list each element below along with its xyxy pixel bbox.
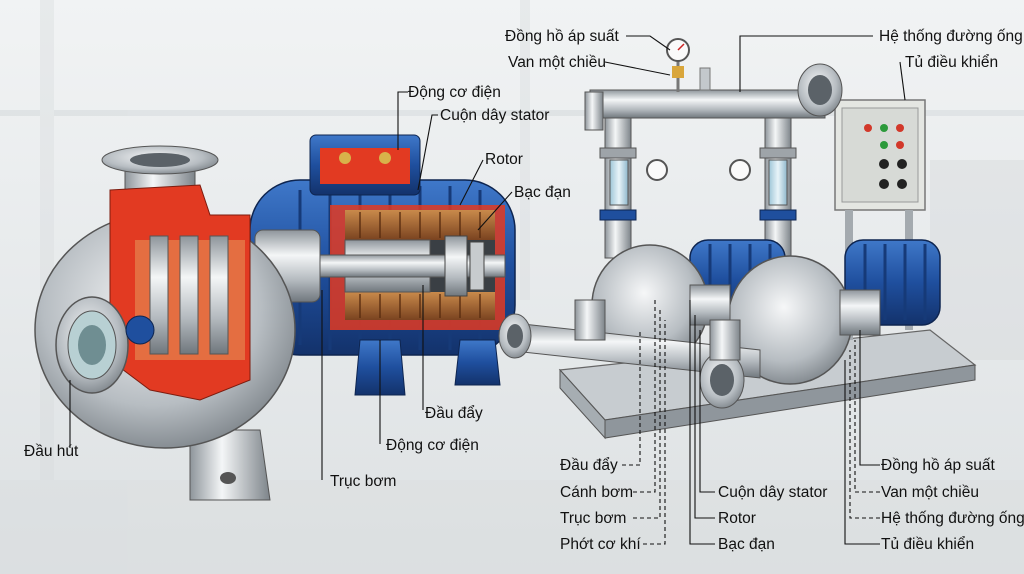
label-bearing-right: Bạc đạn: [718, 536, 775, 553]
label-stator-right: Cuộn dây stator: [718, 484, 827, 501]
label-check-valve-top: Van một chiều: [508, 54, 606, 71]
label-stator: Cuộn dây stator: [440, 107, 549, 124]
label-rotor-right: Rotor: [718, 510, 756, 527]
label-discharge: Đầu đẩy: [425, 405, 483, 422]
label-motor-bottom: Động cơ điện: [386, 437, 479, 454]
label-rotor: Rotor: [485, 151, 523, 168]
label-control-cabinet-bottom: Tủ điều khiển: [881, 536, 974, 553]
label-gauge-bottom: Đồng hồ áp suất: [881, 457, 995, 474]
label-control-cabinet-top: Tủ điều khiển: [905, 54, 998, 71]
left-labels: Động cơ điện Cuộn dây stator Rotor Bạc đ…: [24, 84, 571, 490]
label-discharge-right: Đầu đẩy: [560, 457, 618, 474]
label-shaft-right: Trục bơm: [560, 510, 626, 527]
leader-lines: [69, 35, 906, 545]
booster-pump-system: [498, 38, 977, 440]
label-bearing: Bạc đạn: [514, 184, 571, 201]
label-check-valve-bottom: Van một chiều: [881, 484, 979, 501]
right-labels: Đồng hồ áp suất Van một chiều Hệ thống đ…: [505, 28, 1024, 553]
label-motor-top: Động cơ điện: [408, 84, 501, 101]
label-shaft: Trục bơm: [330, 473, 396, 490]
label-mech-seal: Phớt cơ khí: [560, 536, 641, 553]
label-piping-bottom: Hệ thống đường ống: [881, 510, 1024, 527]
label-gauge-top: Đồng hồ áp suất: [505, 28, 619, 45]
label-impeller: Cánh bơm: [560, 484, 633, 501]
cutaway-pump: [34, 134, 516, 501]
label-suction: Đầu hút: [24, 443, 79, 460]
label-piping-top: Hệ thống đường ống: [879, 28, 1023, 45]
